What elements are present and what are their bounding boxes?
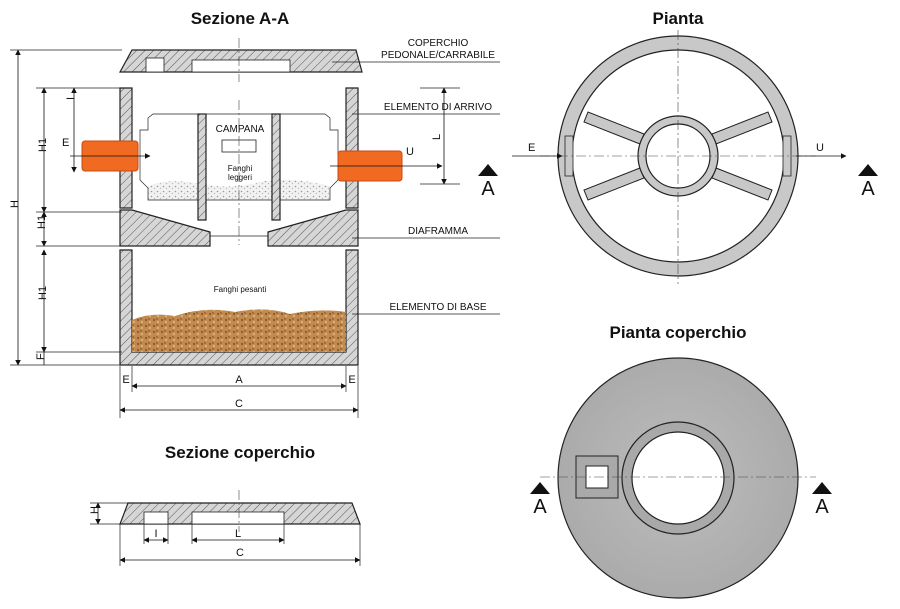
dim-a-text: A xyxy=(235,374,243,386)
light-sludge-label-2: leggeri xyxy=(228,173,252,182)
plan-section-marker-right-icon xyxy=(858,164,878,176)
plan-section-marker-right: A xyxy=(861,178,875,200)
diaphragm-left xyxy=(119,209,211,247)
diaphragm-label: DIAFRAMMA xyxy=(408,226,468,237)
bell-right-wall xyxy=(271,113,281,221)
section-aa: Sezione A-A CAMPANA Fanghi leggeri E U xyxy=(9,9,500,418)
cover-label-2: PEDONALE/CARRABILE xyxy=(381,50,495,61)
cover-dim-h-text: H xyxy=(89,506,101,514)
light-sludge-label-1: Fanghi xyxy=(228,164,253,173)
bell-left-wall xyxy=(197,113,207,221)
cover-section: Sezione coperchio H I L C xyxy=(89,443,361,566)
dim-e-right-text: E xyxy=(348,374,355,386)
dim-h-text: H xyxy=(9,200,21,208)
outlet-label-u: U xyxy=(406,146,414,158)
cover-plan-title: Pianta coperchio xyxy=(610,323,747,342)
heavy-sludge xyxy=(132,309,346,352)
base-element-label: ELEMENTO DI BASE xyxy=(389,302,486,313)
light-sludge xyxy=(148,179,330,200)
cover-plan-opening xyxy=(631,431,725,525)
cover-plan-section-marker-left: A xyxy=(533,496,547,518)
plan-spokes xyxy=(583,111,773,201)
dim-c-text: C xyxy=(235,398,243,410)
dim-l-text: L xyxy=(431,134,443,140)
plan-inlet-label: E xyxy=(528,142,535,154)
dim-h1c-text: H1 xyxy=(37,286,49,300)
cover-section-small-opening xyxy=(143,511,169,525)
cover-plan-section-marker-right-icon xyxy=(812,482,832,494)
cover-dim-c-text: C xyxy=(236,547,244,559)
bell-label: CAMPANA xyxy=(216,124,265,135)
cover-dim-i-text: I xyxy=(154,528,157,540)
cover-section-title: Sezione coperchio xyxy=(165,443,315,462)
plan-section-marker-left-icon xyxy=(478,164,498,176)
section-aa-title: Sezione A-A xyxy=(191,9,290,28)
cover-small-opening xyxy=(145,57,165,73)
cover-plan-view: Pianta coperchio A A xyxy=(530,323,832,599)
inlet-label-e: E xyxy=(62,137,69,149)
dim-i-text: I xyxy=(65,97,77,100)
bell-outline xyxy=(139,113,339,201)
cover-main-opening xyxy=(191,59,291,73)
cover-plan-section-marker-right: A xyxy=(815,496,829,518)
cover-dim-l-text: L xyxy=(235,528,241,540)
base-element xyxy=(119,249,359,366)
cover-section-main-opening xyxy=(191,511,285,525)
cover-plan-section-marker-left-icon xyxy=(530,482,550,494)
dim-h1a-text: H1 xyxy=(37,138,49,152)
plan-title: Pianta xyxy=(652,9,704,28)
diaphragm-right xyxy=(267,209,359,247)
plan-section-marker-left: A xyxy=(481,178,495,200)
heavy-sludge-label: Fanghi pesanti xyxy=(214,285,267,294)
dim-h1b-text: H1 xyxy=(36,215,48,229)
inlet-element-right-wall xyxy=(345,87,359,209)
cover-label: COPERCHIO xyxy=(408,38,469,49)
dim-f-text: F xyxy=(35,353,47,360)
inlet-element-label: ELEMENTO DI ARRIVO xyxy=(384,102,492,113)
plan-outlet-label: U xyxy=(816,142,824,154)
dim-e-left-text: E xyxy=(122,374,129,386)
plan-view: Pianta E U A A xyxy=(478,9,878,284)
